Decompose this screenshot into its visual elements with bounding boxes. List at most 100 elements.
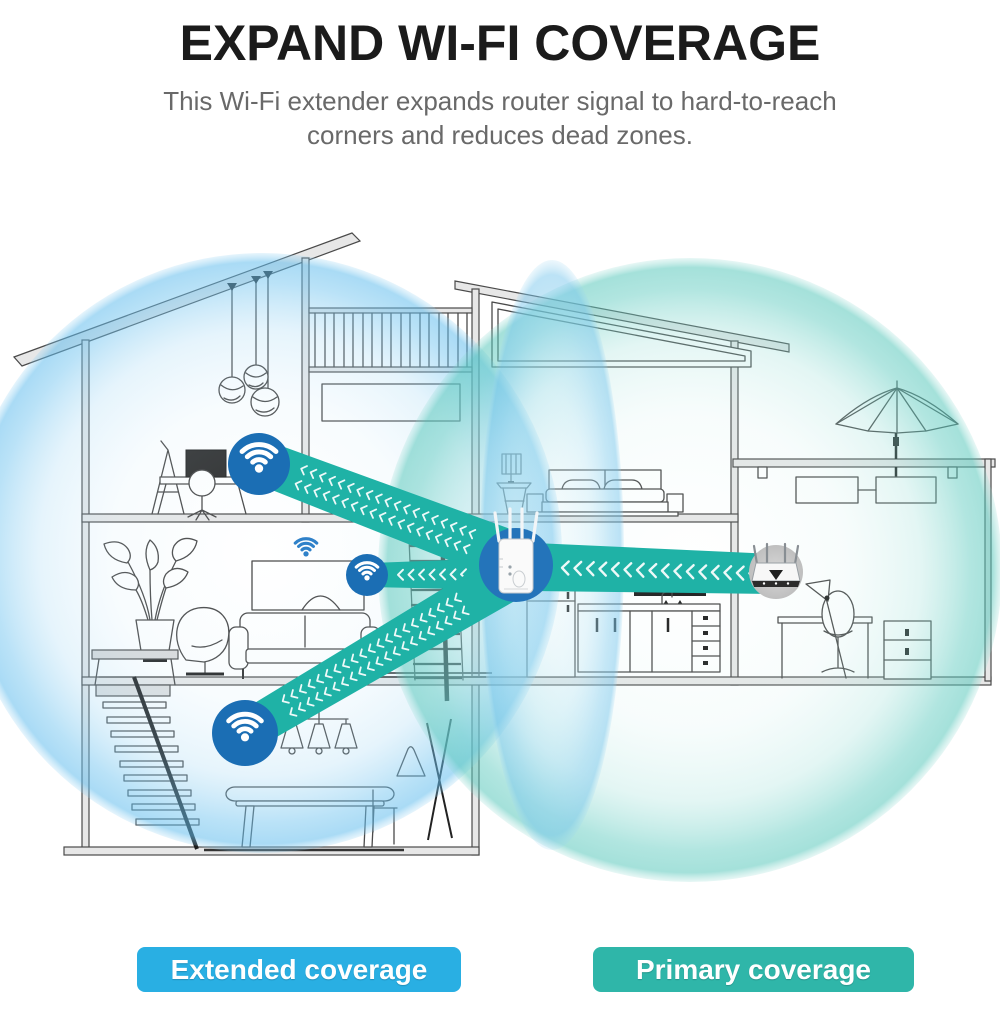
signal-chevron-icon — [388, 515, 396, 526]
signal-chevron-icon — [428, 568, 436, 581]
signal-chevron-icon — [378, 512, 387, 523]
signal-chevron-icon — [453, 610, 462, 621]
signal-chevron-icon — [427, 625, 436, 636]
router-node — [749, 542, 803, 599]
signal-chevron-icon — [303, 483, 312, 494]
signal-chevron-icon — [440, 518, 449, 529]
signal-chevron-icon — [735, 565, 745, 581]
signal-chevron-icon — [307, 678, 316, 689]
signal-chevron-icon — [418, 568, 426, 581]
signal-chevron-icon — [402, 623, 411, 633]
signal-chevron-icon — [449, 568, 457, 581]
signal-chevron-icon — [324, 668, 333, 679]
signal-chevron-icon — [406, 522, 415, 533]
signal-chevron-icon — [635, 562, 645, 578]
signal-chevron-icon — [376, 638, 385, 648]
signal-chevron-icon — [454, 592, 463, 603]
signal-chevron-icon — [316, 673, 325, 684]
signal-chevron-icon — [698, 564, 708, 580]
signal-chevron-icon — [407, 568, 415, 581]
signal-chevron-icon — [359, 648, 368, 658]
signal-chevron-icon — [435, 620, 444, 631]
signal-chevron-icon — [347, 482, 355, 494]
signal-chevron-icon — [366, 661, 375, 671]
signal-chevron-icon — [290, 689, 299, 699]
signal-chevron-icon — [425, 529, 434, 541]
signal-chevron-icon — [392, 646, 401, 656]
extender-device-icon — [493, 507, 539, 594]
signal-chevron-icon — [673, 563, 683, 579]
signal-chevron-icon — [444, 615, 453, 626]
signal-chevron-icon — [323, 686, 332, 697]
signal-chevron-icon — [360, 504, 368, 516]
signal-chevron-icon — [468, 529, 477, 540]
signal-chevron-icon — [281, 694, 290, 704]
signal-chevron-icon — [342, 658, 351, 669]
signal-chevron-icon — [459, 525, 467, 536]
signal-chevron-icon — [375, 656, 384, 666]
signal-chevron-icon — [298, 684, 307, 694]
signal-chevron-icon — [412, 507, 421, 519]
signal-chevron-icon — [358, 666, 367, 676]
office-wifi-node — [228, 433, 290, 495]
beam-extender-to-office — [253, 441, 524, 583]
signal-chevron-icon — [384, 497, 393, 508]
signal-chevron-icon — [573, 560, 583, 577]
signal-chevron-icon — [723, 565, 733, 581]
signal-chevron-icon — [409, 636, 418, 646]
signal-chevron-icon — [421, 511, 430, 522]
signal-chevron-icon — [403, 504, 411, 515]
signal-chevron-icon — [585, 560, 595, 577]
basement-wifi-node — [212, 700, 278, 766]
signal-chevron-icon — [623, 562, 633, 578]
signal-chevron-icon — [306, 696, 315, 707]
extended-coverage-label: Extended coverage — [170, 953, 428, 985]
signal-chevron-icon — [461, 605, 470, 616]
signal-chevron-icon — [349, 671, 358, 682]
signal-chevron-icon — [444, 536, 452, 548]
signal-chevron-icon — [350, 653, 359, 664]
signal-chevron-icon — [434, 533, 443, 544]
extender-node — [479, 507, 553, 602]
signal-chevron-icon — [710, 564, 720, 581]
signal-chevron-icon — [367, 643, 376, 653]
primary-coverage-badge: Primary coverage — [593, 947, 914, 992]
signal-chevron-icon — [462, 543, 471, 555]
signal-chevron-icon — [365, 489, 374, 501]
signal-chevron-icon — [431, 514, 439, 526]
subtitle-line-1: This Wi-Fi extender expands router signa… — [163, 86, 837, 116]
beam-router-to-extender — [533, 543, 775, 594]
signal-chevron-icon — [341, 497, 350, 509]
signal-chevron-icon — [393, 628, 402, 638]
signal-chevron-icon — [350, 501, 359, 512]
signal-chevron-icon — [610, 561, 620, 578]
signal-chevron-icon — [309, 468, 318, 480]
signal-chevron-icon — [560, 560, 570, 576]
signal-chevron-icon — [297, 702, 306, 712]
beam-extender-to-basement — [241, 555, 523, 746]
signal-chevron-icon — [436, 602, 445, 613]
signal-chevron-icon — [322, 490, 331, 502]
signal-chevron-icon — [449, 521, 458, 533]
signal-chevron-icon — [318, 472, 327, 483]
signal-chevron-icon — [384, 651, 393, 661]
signal-chevron-icon — [313, 487, 322, 498]
signal-chevron-icon — [300, 465, 308, 476]
signal-chevron-icon — [369, 508, 378, 519]
signal-chevron-icon — [660, 563, 670, 579]
signal-chevron-icon — [385, 633, 394, 643]
signal-chevron-icon — [356, 486, 365, 497]
signal-chevron-icon — [445, 597, 454, 608]
router-device-icon — [751, 542, 801, 587]
signal-chevron-icon — [401, 641, 410, 651]
signal-chevron-icon — [439, 568, 447, 581]
signal-chevron-icon — [648, 562, 658, 579]
signal-chevron-icon — [289, 707, 298, 717]
subtitle: This Wi-Fi extender expands router signa… — [0, 84, 1000, 152]
extended-coverage-badge: Extended coverage — [137, 947, 461, 992]
signal-chevron-icon — [337, 479, 346, 490]
signal-chevron-icon — [410, 618, 419, 628]
signal-beams — [241, 441, 775, 746]
